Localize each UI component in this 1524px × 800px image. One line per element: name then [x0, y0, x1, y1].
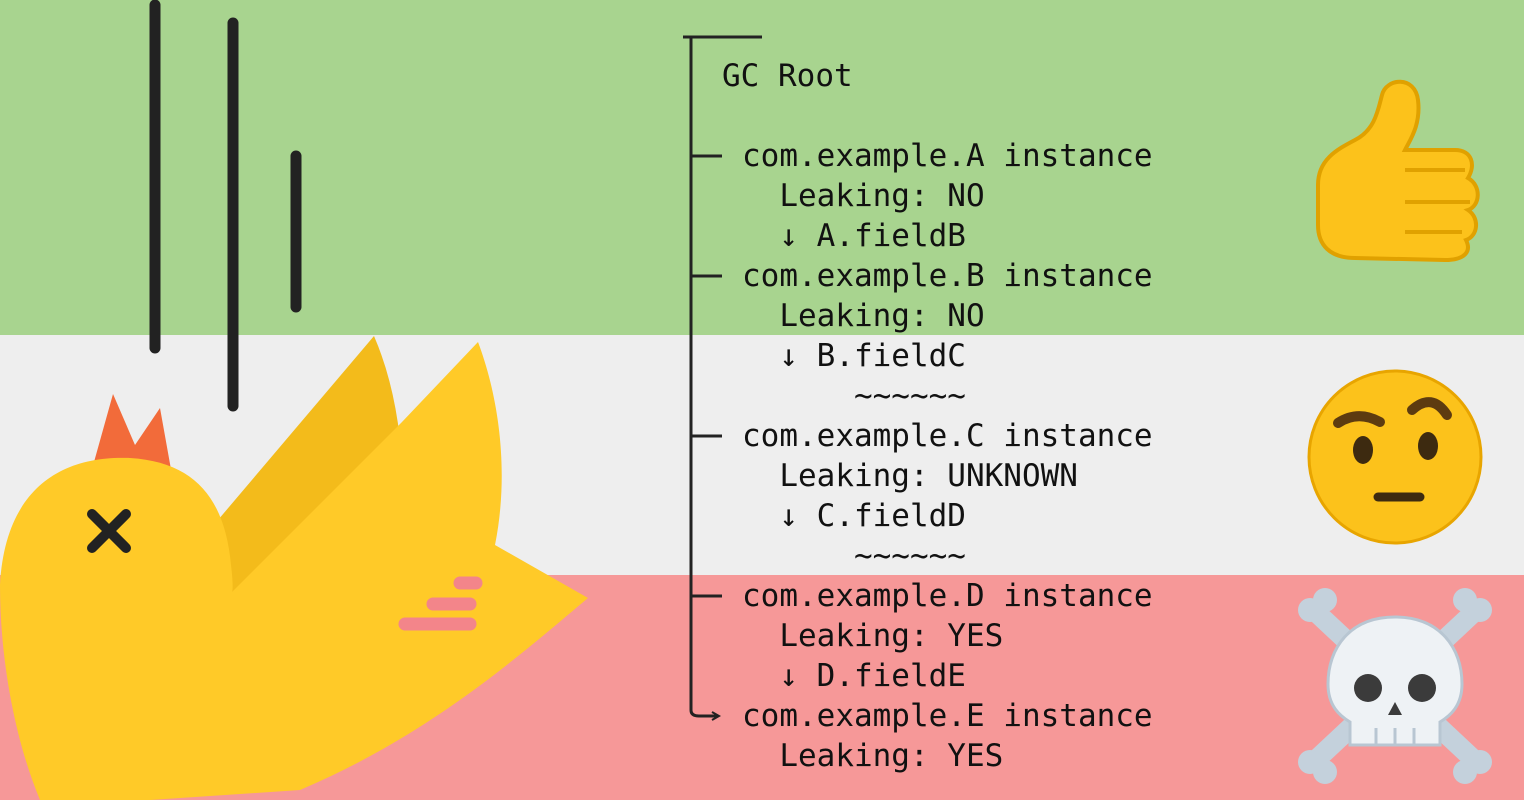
bird-body — [0, 342, 588, 800]
thumbs-up-icon — [1316, 79, 1480, 263]
trace-line-leaking-a: Leaking: NO — [742, 178, 985, 214]
dead-eye-icon — [87, 509, 131, 553]
face-with-raised-eyebrow-icon — [1307, 369, 1483, 545]
trace-line-leaking-c: Leaking: UNKNOWN — [742, 458, 1078, 494]
skull-and-crossbones-icon — [1298, 588, 1492, 784]
trace-line-leaking-d: Leaking: YES — [742, 618, 1004, 654]
trace-line-instance-d: com.example.D instance — [742, 578, 1153, 614]
trace-line-instance-c: com.example.C instance — [742, 418, 1153, 454]
band-not-leaking — [0, 0, 1524, 335]
trace-line-leaking-b: Leaking: NO — [742, 298, 985, 334]
trace-line-leaking-e: Leaking: YES — [742, 738, 1004, 774]
trace-line-squiggle-b: ~~~~~~ — [742, 378, 966, 414]
trace-line-gc-root: GC Root — [722, 58, 853, 94]
bird-crest — [94, 394, 172, 475]
bird-feet — [398, 576, 483, 631]
trace-line-field-c: ↓ C.fieldD — [742, 498, 966, 534]
tree-connectors — [683, 35, 762, 721]
trace-line-instance-a: com.example.A instance — [742, 138, 1153, 174]
dead-canary-icon — [0, 0, 588, 800]
trace-line-instance-e: com.example.E instance — [742, 698, 1153, 734]
trace-line-instance-b: com.example.B instance — [742, 258, 1153, 294]
trace-line-field-a: ↓ A.fieldB — [742, 218, 966, 254]
trace-line-field-b: ↓ B.fieldC — [742, 338, 966, 374]
trace-line-squiggle-c: ~~~~~~ — [742, 538, 966, 574]
trace-line-field-d: ↓ D.fieldE — [742, 658, 966, 694]
